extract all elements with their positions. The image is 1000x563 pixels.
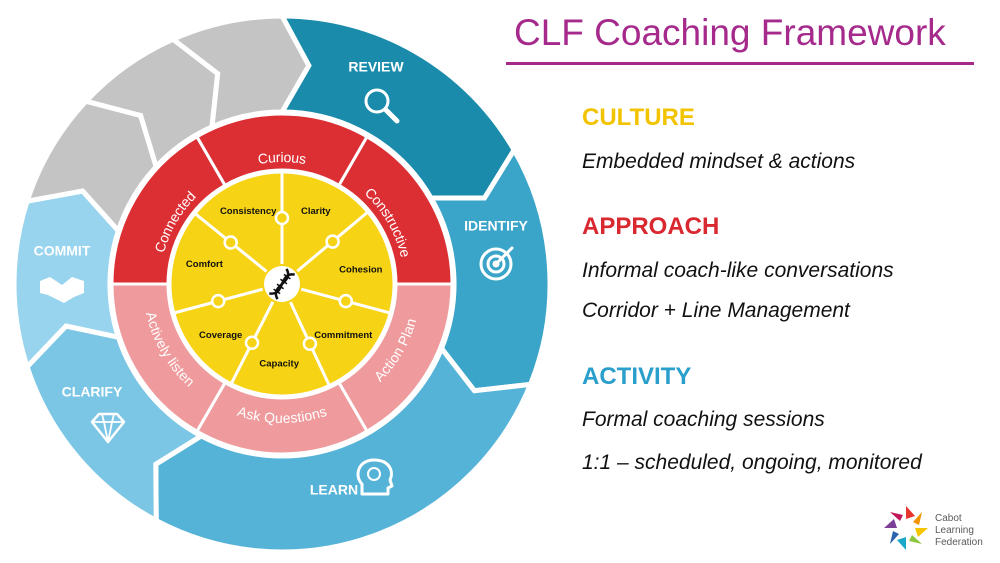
core-label-consistency: Consistency xyxy=(220,206,277,217)
brain-icon xyxy=(356,458,394,496)
diamond-facets xyxy=(91,413,125,443)
cycle-label-learn: LEARN xyxy=(310,482,358,498)
core-label-coverage: Coverage xyxy=(199,330,242,341)
heading-activity: ACTIVITY xyxy=(582,363,692,390)
logo-text: Cabot Learning Federation xyxy=(935,513,983,549)
puzzle-knob xyxy=(223,235,238,250)
empty-chevron-segments xyxy=(23,13,312,236)
puzzle-knob xyxy=(210,293,226,309)
cycle-label-clarify: CLARIFY xyxy=(62,384,123,400)
activity-line-2: 1:1 – scheduled, ongoing, monitored xyxy=(582,451,922,474)
handshake-icon xyxy=(40,277,84,303)
core-label-capacity: Capacity xyxy=(259,359,299,370)
logo-line-3: Federation xyxy=(935,537,983,548)
dna-rung xyxy=(276,283,284,290)
approach-line-2: Corridor + Line Management xyxy=(582,299,850,322)
dna-icon xyxy=(264,266,300,302)
approach-line-1: Informal coach-like conversations xyxy=(582,259,894,282)
target-icon xyxy=(479,246,514,281)
puzzle-knob xyxy=(338,293,354,309)
puzzle-knob xyxy=(325,234,340,249)
activity-line-1: Formal coaching sessions xyxy=(582,408,825,431)
handshake-shape xyxy=(40,277,84,303)
core-label-commitment: Commitment xyxy=(314,330,373,341)
head-outline xyxy=(356,458,394,496)
diamond-outline xyxy=(90,412,126,444)
core-label-clarity: Clarity xyxy=(301,206,331,217)
coaching-cycle-diagram: Consistency ClarityCohesionCommitmentCapa… xyxy=(14,13,550,552)
cycle-label-commit: COMMIT xyxy=(34,243,91,259)
heading-approach: APPROACH xyxy=(582,213,720,240)
ring-segment-actively-listen xyxy=(110,282,228,434)
logo-line-2: Learning xyxy=(935,525,974,536)
core-label-cohesion: Cohesion xyxy=(339,265,382,276)
puzzle-knob xyxy=(302,336,318,352)
logo-line-1: Cabot xyxy=(935,513,962,524)
target-arrow xyxy=(496,246,514,264)
dna-rung xyxy=(273,288,281,295)
brain-node xyxy=(367,467,381,481)
cycle-label-identify: IDENTIFY xyxy=(464,218,528,234)
clf-logo-icon xyxy=(884,506,928,550)
gray-chevron-3 xyxy=(168,13,312,131)
dna-strand-b xyxy=(269,273,295,295)
core-label-comfort: Comfort xyxy=(186,259,224,270)
ring-label-ask-questions: Ask Questions xyxy=(236,403,329,426)
diamond-icon xyxy=(90,412,126,444)
culture-line-1: Embedded mindset & actions xyxy=(582,150,856,173)
title-underline xyxy=(506,62,974,65)
page-title: CLF Coaching Framework xyxy=(514,12,946,53)
magnifier-lens xyxy=(364,88,390,114)
puzzle-knob xyxy=(244,335,260,351)
cycle-label-review: REVIEW xyxy=(348,59,404,75)
target-ring-outer xyxy=(479,247,513,281)
puzzle-knob xyxy=(274,210,290,226)
ring-label-curious: Curious xyxy=(257,149,308,167)
dna-rung xyxy=(283,273,291,280)
target-ring-inner xyxy=(486,254,506,274)
magnifier-handle xyxy=(383,107,400,124)
dna-rung xyxy=(280,278,288,285)
magnifier-icon xyxy=(364,88,400,124)
heading-culture: CULTURE xyxy=(582,104,695,131)
